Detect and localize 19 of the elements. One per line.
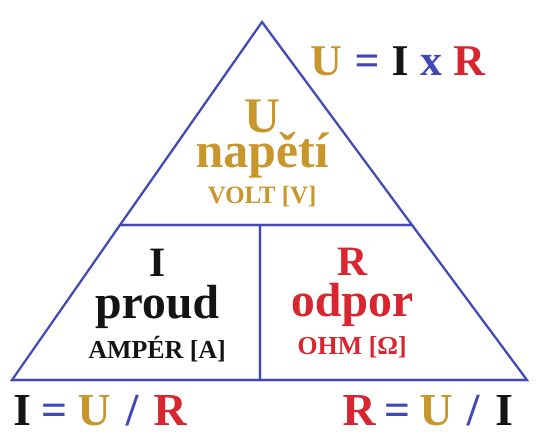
quantity-symbol: I [150,248,164,276]
quantity-name: odpor [292,282,412,326]
formula-letter: R [343,395,376,425]
quantity-symbol: U [245,99,279,132]
quantity-symbol: R [338,248,368,275]
quantity-name: proud [96,284,218,328]
trapezoid-section [260,224,530,382]
formula-letter: U [311,46,341,76]
unit-label: AMPÉR [A] [88,336,224,362]
formula-letter: I [392,46,408,75]
equals-sign: = [356,54,378,66]
unit-label: OHM [Ω] [298,336,405,358]
formula-letter: R [454,46,486,75]
formula-letter: R [154,395,187,425]
unit-label: VOLT [V] [208,186,314,206]
trapezoid-section [10,224,262,382]
quantity-name: napětí [196,132,330,178]
division-slash: / [125,394,139,426]
equals-sign: = [386,404,408,416]
